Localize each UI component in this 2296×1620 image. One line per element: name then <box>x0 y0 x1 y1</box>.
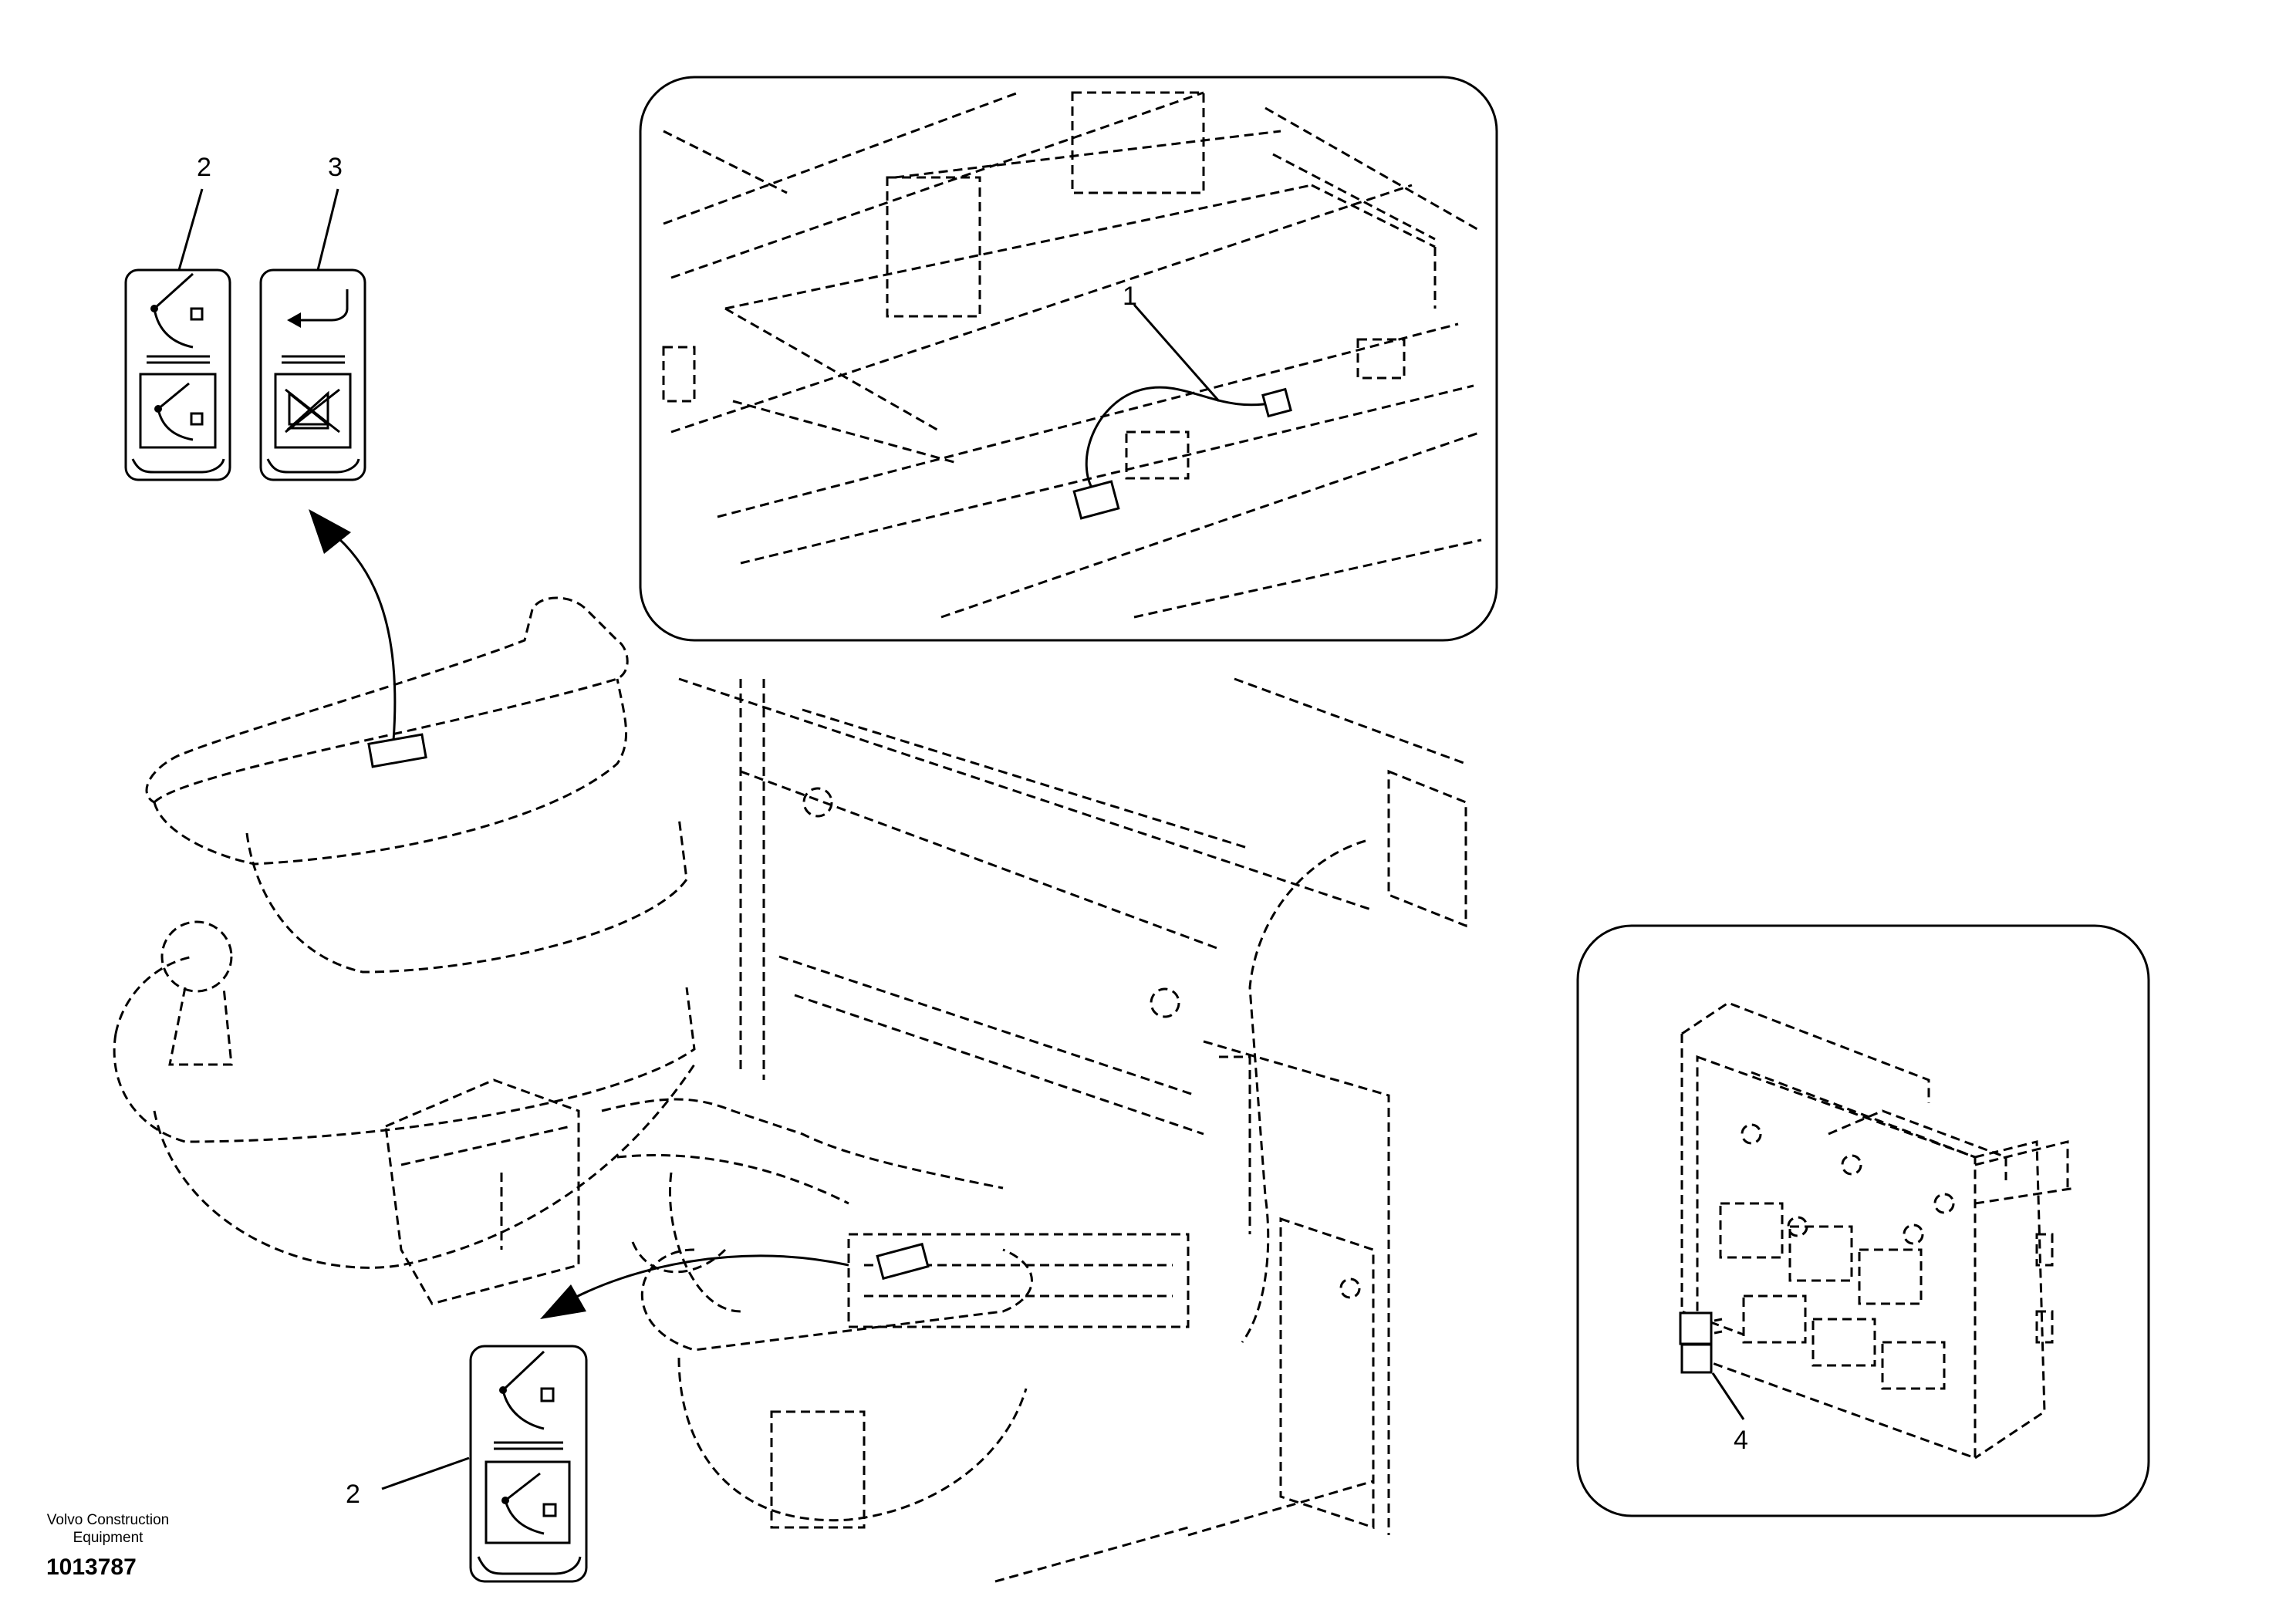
lever-unlock-icon-bottom <box>501 1472 557 1535</box>
lock-switch-button[interactable] <box>139 373 217 449</box>
lock-switch-button-bottom[interactable] <box>485 1460 571 1544</box>
inset-right-relay: 4 <box>1576 924 2150 1517</box>
alarm-mute-icon <box>285 388 340 434</box>
floor-switch-slot <box>876 1242 930 1281</box>
harness-cable <box>1085 386 1281 494</box>
inset-right-frame <box>1576 924 2150 1517</box>
lever-lock-icon-bottom <box>499 1350 555 1430</box>
callout-4: 4 <box>1734 1426 1748 1455</box>
lever-unlock-icon <box>154 382 204 441</box>
console-switch-slot <box>367 733 427 768</box>
leader-line-2-top <box>177 188 204 271</box>
callout-2-bottom: 2 <box>346 1480 360 1509</box>
callout-1: 1 <box>1123 282 1137 311</box>
document-number: 1013787 <box>46 1554 137 1580</box>
leader-line-4 <box>1711 1372 1745 1420</box>
switch-panel-lock: 2 <box>124 153 231 481</box>
lever-lock-icon <box>150 272 204 349</box>
return-arrow-icon <box>287 289 349 328</box>
main-assembly <box>113 596 1467 1583</box>
connector-icon <box>1261 387 1292 418</box>
lock-switch-body-bottom <box>469 1345 588 1583</box>
leader-line-3 <box>316 188 339 271</box>
alarm-switch-body <box>259 268 366 481</box>
switch-panel-alarm: 3 <box>259 153 366 481</box>
pointer-arrow-top <box>309 509 397 741</box>
leader-line-1 <box>1133 304 1221 402</box>
connector-plug <box>1072 480 1120 520</box>
pointer-arrow-bottom <box>540 1254 849 1319</box>
callout-2-top: 2 <box>197 153 211 182</box>
inset-top-connector: 1 <box>639 76 1498 642</box>
inset-top-structure <box>662 91 1482 619</box>
leader-line-2-bottom <box>381 1456 470 1490</box>
brand-line-1: Volvo Construction <box>46 1512 170 1528</box>
inset-top-frame <box>639 76 1498 642</box>
brand-line-2: Equipment <box>73 1530 144 1546</box>
relay-icon <box>1679 1311 1723 1374</box>
alarm-switch-button[interactable] <box>274 373 352 449</box>
callout-3: 3 <box>328 153 343 182</box>
lock-switch-body <box>124 268 231 481</box>
switch-panel-lock-bottom: 2 <box>346 1345 588 1583</box>
